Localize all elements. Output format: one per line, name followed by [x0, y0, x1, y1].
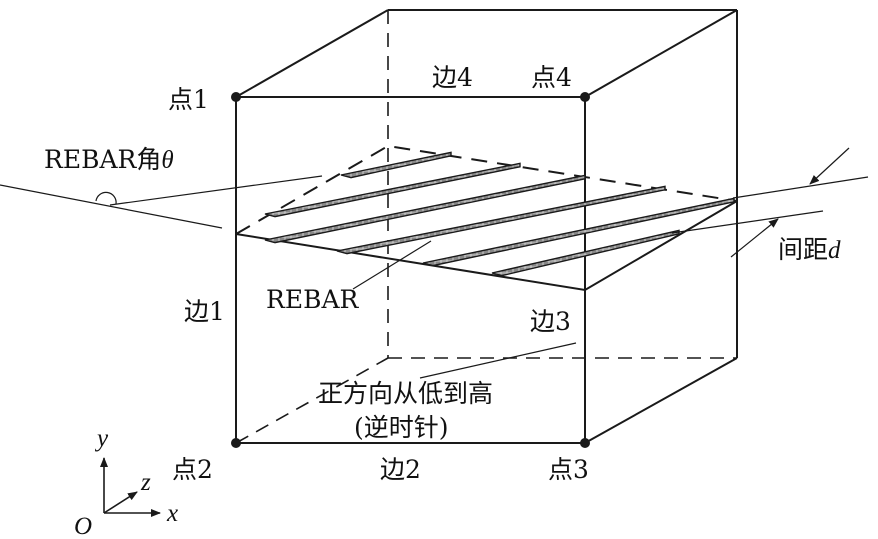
point1-marker [231, 92, 241, 102]
rebar-plane [235, 144, 738, 292]
point4-label: 点4 [531, 63, 572, 92]
point3-label: 点3 [548, 455, 589, 484]
edge4-label: 边4 [432, 63, 473, 92]
edge1-label: 边1 [184, 297, 225, 326]
spacing-line-bottom [671, 210, 824, 234]
cube-top-right-edge [584, 9, 738, 98]
edge2-label: 边2 [380, 455, 421, 484]
cube [235, 9, 738, 444]
rebar-stripe-3 [264, 174, 586, 244]
point2-marker [231, 438, 241, 448]
rebar-leader-line [352, 240, 432, 290]
point4-marker [580, 92, 590, 102]
z-axis-label: z [140, 469, 151, 496]
direction-label-line2: (逆时针) [354, 413, 449, 442]
rebar-stripe-5 [422, 197, 735, 267]
spacing-text: 间距 [778, 235, 828, 264]
rebar-label: REBAR [266, 285, 359, 314]
rebar-stripe-6 [491, 229, 680, 277]
y-axis-label: y [94, 425, 109, 452]
edge3-label: 边3 [530, 307, 571, 336]
rebar-stripes [264, 151, 735, 277]
spacing-arrow-bottom [730, 218, 779, 258]
spacing-line-top [732, 176, 869, 199]
point2-label: 点2 [172, 455, 213, 484]
z-axis-arrow [103, 491, 138, 514]
rebar-stripe-2 [264, 162, 521, 218]
spacing-variable: d [828, 237, 841, 264]
rebar-stripe-4 [336, 185, 666, 255]
cube-bottom-right-edge [584, 357, 738, 444]
theta-symbol: θ [161, 147, 173, 174]
direction-label-line1: 正方向从低到高 [318, 379, 493, 408]
coordinate-axes [100, 457, 161, 517]
cube-front-face [235, 96, 586, 444]
rebar-stripe-1 [340, 151, 452, 179]
point3-marker [580, 438, 590, 448]
point1-label: 点1 [168, 85, 209, 114]
spacing-label: 间距d [778, 235, 841, 264]
spacing-arrow-top [809, 147, 850, 185]
cube-hidden-diagonal-edge [235, 357, 389, 444]
rebar-angle-label: REBAR角θ [44, 145, 174, 174]
rebar-direction-line [109, 175, 323, 206]
cube-top-left-edge [235, 9, 389, 98]
plane-dashed-edges [235, 144, 738, 235]
edge3-leader-line [419, 342, 577, 379]
x-axis-label: x [166, 500, 178, 527]
angle-reference-line [0, 184, 223, 229]
rebar-angle-text: REBAR角 [44, 145, 161, 174]
origin-label: O [74, 513, 92, 539]
angle-arc [95, 191, 117, 205]
